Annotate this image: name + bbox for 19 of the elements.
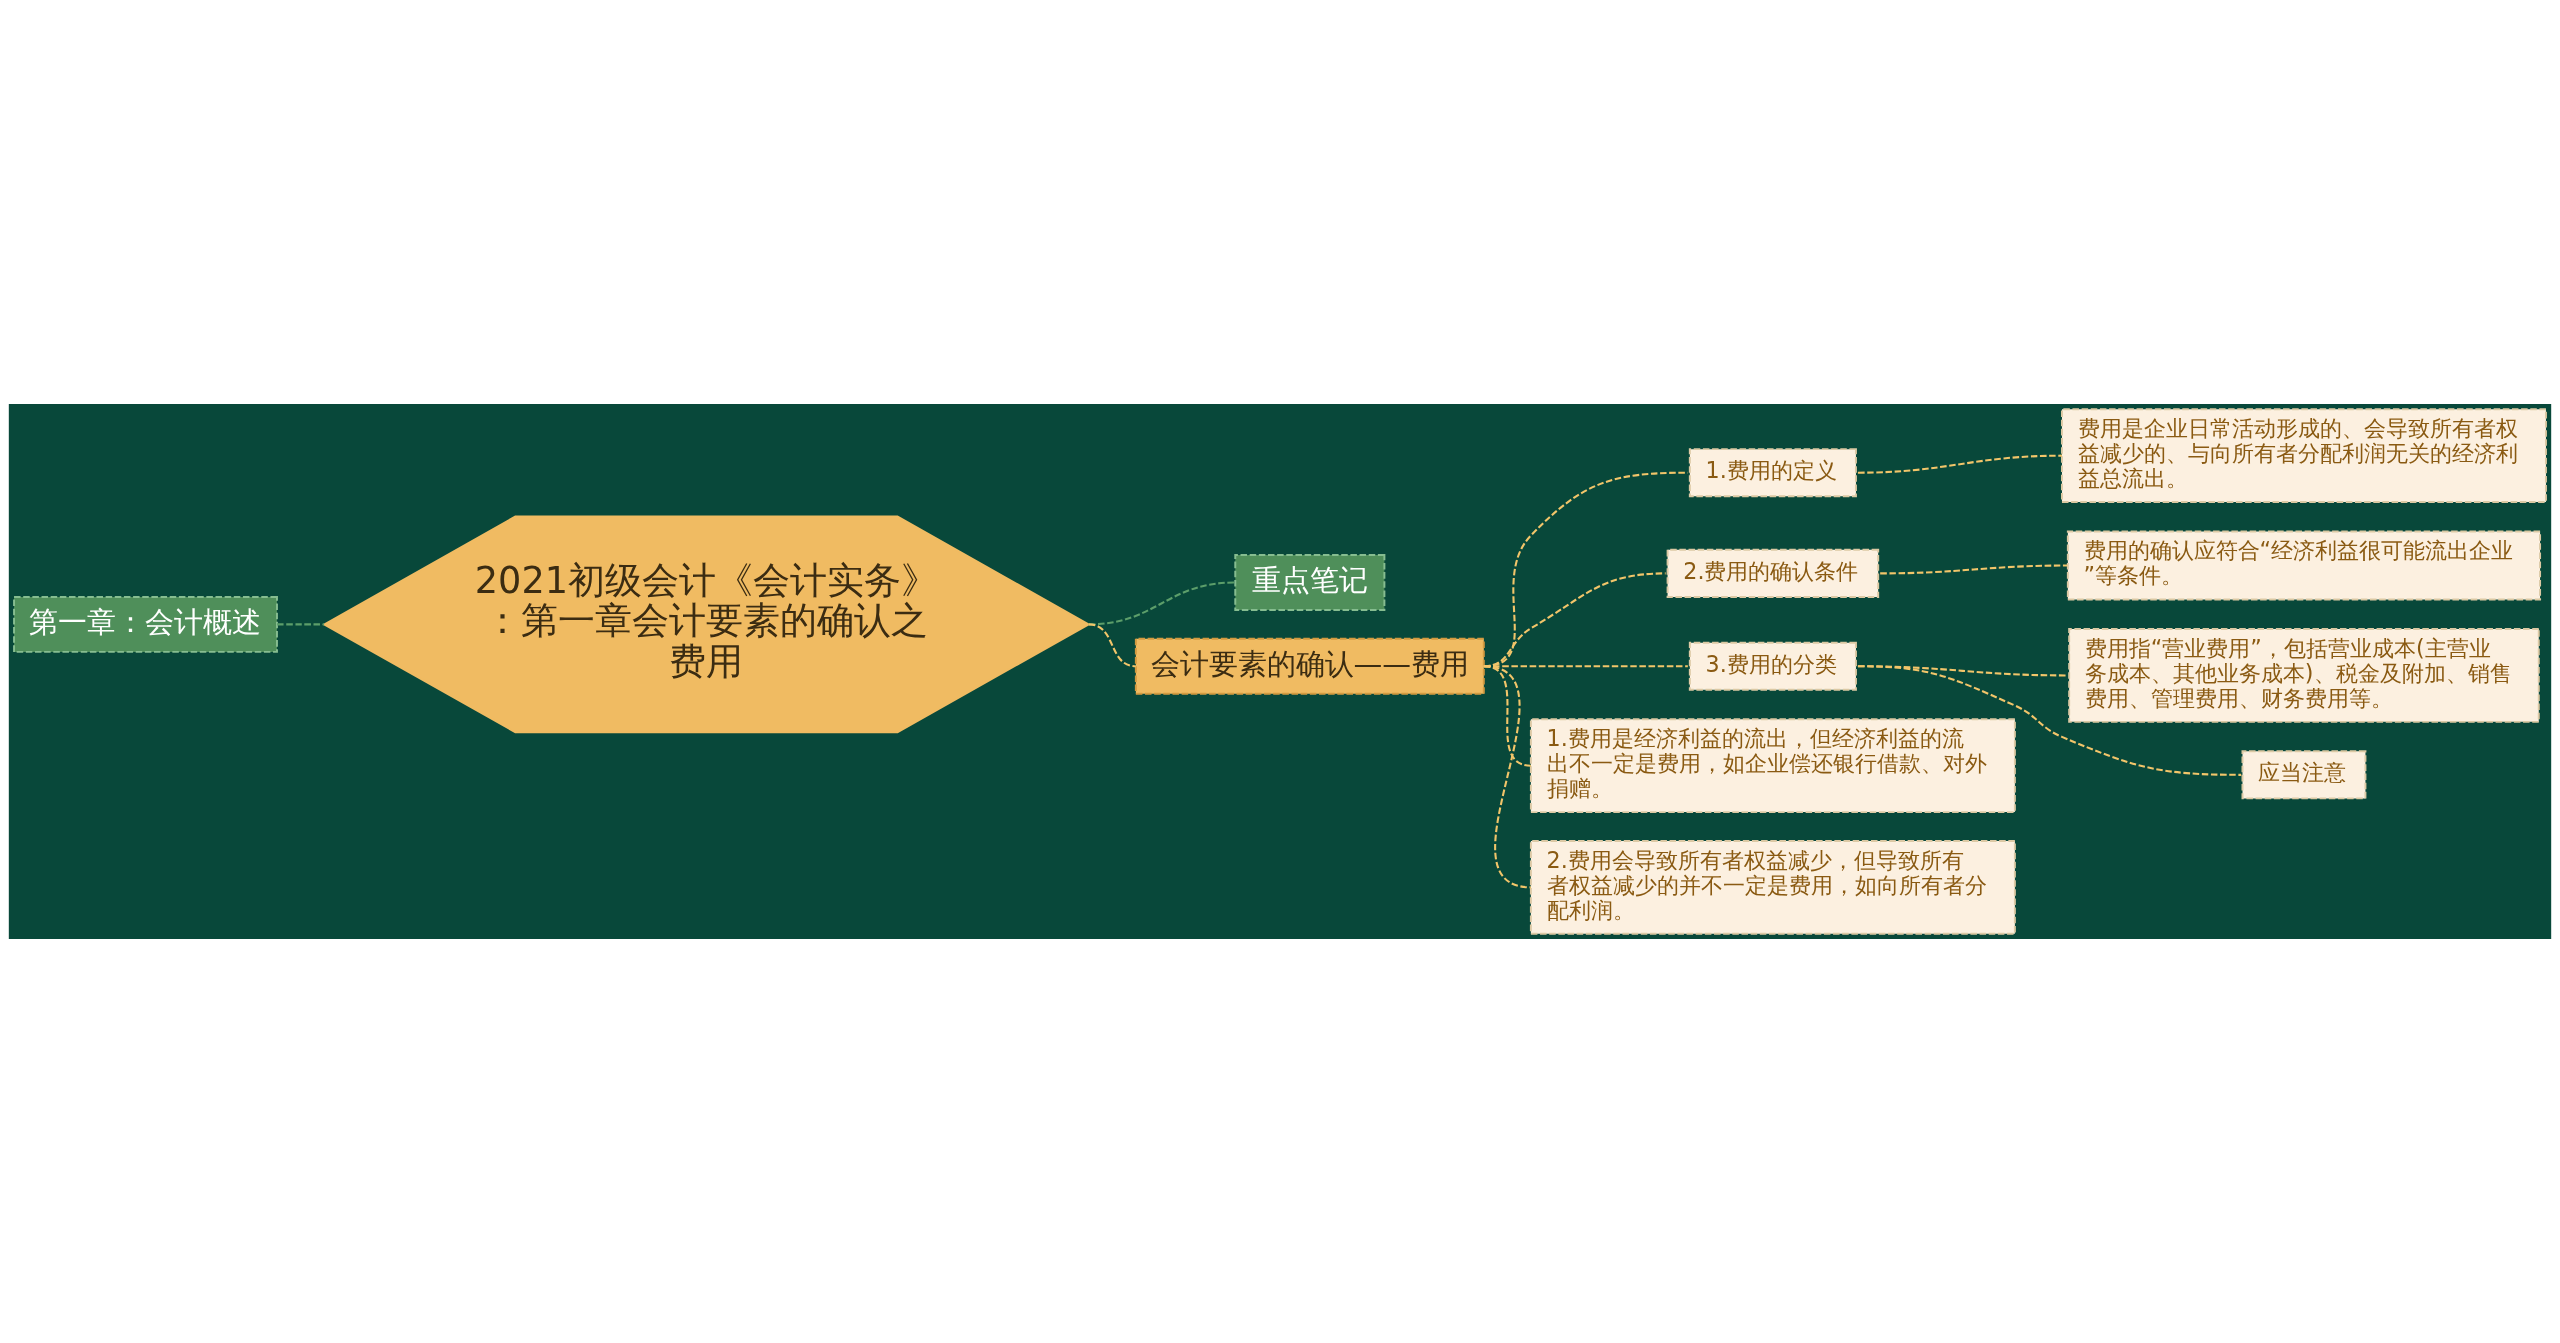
connector <box>276 623 325 626</box>
node-box: 1.费用是经济利益的流出，但经济利益的流出不一定是费用，如企业偿还银行借款、对外捐赠。 <box>1529 718 2016 814</box>
node-box: 2.费用的确认条件 <box>1666 548 1880 598</box>
node-box: 费用的确认应符合“经济利益很可能流出企业”等条件。 <box>2066 530 2542 601</box>
connector <box>1483 665 1532 889</box>
connector <box>1857 665 2242 776</box>
connector <box>1857 454 2062 474</box>
node-box: 应当注意 <box>2241 750 2367 800</box>
connector <box>1088 623 1136 668</box>
connector <box>1088 581 1234 626</box>
connector <box>1880 564 2068 575</box>
node-box: 会计要素的确认——费用 <box>1134 637 1485 695</box>
node-box: 费用是企业日常活动形成的、会导致所有者权益减少的、与向所有者分配利润无关的经济利益总流出。 <box>2061 408 2547 504</box>
node-box: 第一章：会计概述 <box>13 595 278 653</box>
node-box: 1.费用的定义 <box>1688 448 1857 498</box>
node-box: 2.费用会导致所有者权益减少，但导致所有者权益减少的并不一定是费用，如向所有者分配利润。 <box>1529 839 2016 935</box>
node-box: 3.费用的分类 <box>1688 641 1857 691</box>
node-box: 费用指“营业费用”，包括营业成本(主营业务成本、其他业务成本)、税金及附加、销售费用、管理费用、财务费用等。 <box>2068 628 2540 723</box>
node-box: 重点笔记 <box>1234 554 1386 611</box>
